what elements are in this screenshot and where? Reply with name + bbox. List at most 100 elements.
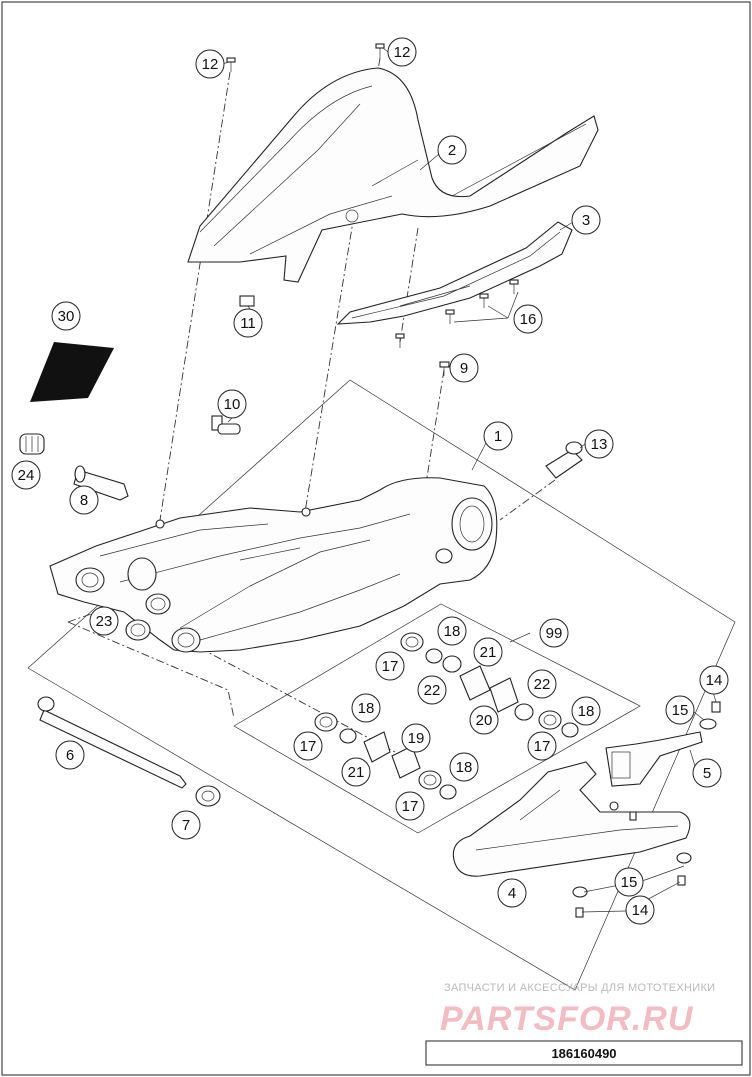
callout-number: 4 <box>508 885 516 902</box>
callout-circle <box>527 669 557 699</box>
watermark-logo: PARTSFOR.RU <box>440 1000 694 1038</box>
callout-21: 21 <box>473 637 503 667</box>
callout-circle <box>375 651 405 681</box>
callout-14: 14 <box>699 665 729 695</box>
callout-number: 23 <box>96 613 113 630</box>
callout-circle <box>437 616 467 646</box>
callout-circle <box>387 37 417 67</box>
callout-number: 22 <box>424 682 441 699</box>
callout-17: 17 <box>375 651 405 681</box>
callout-22: 22 <box>417 675 447 705</box>
callout-number: 17 <box>300 738 317 755</box>
diagram-code: 186160490 <box>551 1046 616 1061</box>
callout-circle <box>11 460 41 490</box>
callout-circle <box>351 693 381 723</box>
slider-screws <box>395 279 519 348</box>
callout-number: 14 <box>632 902 649 919</box>
buffer-part <box>239 295 255 307</box>
callout-22: 22 <box>527 669 557 699</box>
callout-number: 13 <box>591 436 608 453</box>
callout-15: 15 <box>614 867 644 897</box>
callout-circle <box>217 389 247 419</box>
callout-number: 9 <box>460 360 468 377</box>
callout-number: 20 <box>476 712 493 729</box>
callout-18: 18 <box>571 696 601 726</box>
callout-number: 17 <box>402 798 419 815</box>
screw-9-part <box>439 361 450 376</box>
callout-12: 12 <box>195 49 225 79</box>
callout-18: 18 <box>437 616 467 646</box>
callout-circle <box>571 696 601 726</box>
callout-99: 99 <box>539 618 569 648</box>
assembly-outline <box>27 379 736 991</box>
callout-number: 3 <box>582 212 590 229</box>
callout-number: 18 <box>444 623 461 640</box>
callout-number: 18 <box>456 759 473 776</box>
callout-circle <box>449 752 479 782</box>
callout-17: 17 <box>293 731 323 761</box>
callout-circle <box>55 740 85 770</box>
callout-circle <box>417 675 447 705</box>
callout-18: 18 <box>449 752 479 782</box>
callout-30: 30 <box>51 301 81 331</box>
callout-21: 21 <box>341 757 371 787</box>
callout-circle <box>497 878 527 908</box>
callout-15: 15 <box>665 695 695 725</box>
leader-lines <box>221 47 717 913</box>
callout-circle <box>401 723 431 753</box>
callout-number: 99 <box>546 625 563 642</box>
callout-number: 18 <box>578 703 595 720</box>
axis-line-12a <box>159 71 231 521</box>
hardware-part <box>572 701 721 918</box>
callout-7: 7 <box>171 810 201 840</box>
callout-number: 22 <box>534 676 551 693</box>
callout-number: 1 <box>494 428 502 445</box>
callout-23: 23 <box>89 606 119 636</box>
callout-number: 8 <box>80 492 88 509</box>
callout-circle <box>293 731 323 761</box>
chain-guide-part <box>452 761 691 877</box>
chain-guard-part <box>187 67 599 283</box>
callout-20: 20 <box>469 705 499 735</box>
callout-circle <box>614 867 644 897</box>
chain-guide-bracket-part <box>605 731 703 787</box>
callout-3: 3 <box>571 205 601 235</box>
callout-11: 11 <box>233 308 263 338</box>
callout-17: 17 <box>527 731 557 761</box>
callout-circle <box>513 304 543 334</box>
callout-19: 19 <box>401 723 431 753</box>
bearing-part <box>314 632 579 800</box>
callout-number: 2 <box>448 142 456 159</box>
callout-13: 13 <box>584 429 614 459</box>
callout-circle <box>527 731 557 761</box>
axis-line-13 <box>499 479 556 521</box>
watermark-tagline: ЗАПЧАСТИ И АКСЕССУАРЫ ДЛЯ МОТОТЕХНИКИ <box>444 982 715 994</box>
callout-17: 17 <box>395 791 425 821</box>
callout-circle <box>473 637 503 667</box>
callout-number: 7 <box>182 817 190 834</box>
callout-circle <box>584 429 614 459</box>
callout-6: 6 <box>55 740 85 770</box>
axis-line-16 <box>399 227 419 343</box>
sleeve-part <box>73 465 129 501</box>
callout-14: 14 <box>625 895 655 925</box>
callout-5: 5 <box>692 758 722 788</box>
axis-line-9 <box>424 369 445 491</box>
screw-part <box>226 43 385 72</box>
callout-12: 12 <box>387 37 417 67</box>
callout-circle <box>469 705 499 735</box>
callout-circle <box>233 308 263 338</box>
callout-circle <box>51 301 81 331</box>
callout-number: 17 <box>382 658 399 675</box>
callout-8: 8 <box>69 485 99 515</box>
callout-circle <box>195 49 225 79</box>
diagram-code-box <box>425 1040 743 1066</box>
chain-slider-part <box>336 221 573 325</box>
callout-circle <box>483 421 513 451</box>
cap-part <box>19 433 45 455</box>
callout-circle <box>539 618 569 648</box>
bearing-kit-outline <box>233 603 641 834</box>
callout-circle <box>171 810 201 840</box>
